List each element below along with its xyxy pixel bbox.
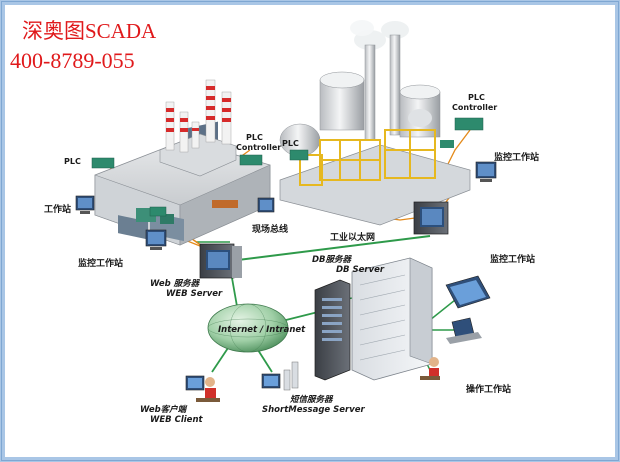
plc-mid-device — [239, 154, 263, 166]
label-plc-controller-right-1: PLC — [468, 93, 485, 102]
label-internet: Internet / Intranet — [218, 325, 306, 335]
label-sms-server-2: ShortMessage Server — [262, 405, 366, 415]
label-web-client-1: Web客户端 — [140, 404, 188, 415]
left-factory — [91, 79, 271, 246]
label-sms-server-1: 短信服务器 — [289, 394, 334, 405]
sms-server-device — [261, 361, 299, 391]
internet-globe — [207, 303, 289, 353]
label-plc-right-small: PLC — [282, 139, 299, 148]
label-db-server-2: DB Server — [336, 265, 385, 275]
web-server-device — [199, 243, 242, 279]
right-plant — [279, 20, 484, 226]
label-fieldbus: 现场总线 — [252, 223, 288, 235]
monitor-workstation-top-right-icon — [475, 161, 497, 182]
db-server-device — [314, 257, 433, 381]
brand-title: 深奥图SCADA — [22, 19, 157, 43]
label-web-server-1: Web 服务器 — [150, 278, 201, 289]
label-plc-controller-mid-2: Controller — [236, 143, 281, 152]
label-plc-controller-right-2: Controller — [452, 103, 497, 112]
laptop-right-icon — [446, 317, 482, 344]
label-monitor-ws-right: 监控工作站 — [490, 253, 535, 265]
label-db-server-1: DB服务器 — [312, 254, 353, 265]
label-industrial-ethernet: 工业以太网 — [330, 231, 375, 243]
monitor-workstation-left-icon — [145, 229, 167, 250]
label-plc-left: PLC — [64, 157, 81, 166]
operator-person-icon — [420, 357, 440, 380]
label-monitor-ws-top-right: 监控工作站 — [494, 151, 539, 163]
label-workstation-left: 工作站 — [44, 203, 71, 215]
workstation-left-icon — [75, 195, 95, 214]
label-plc-controller-mid-1: PLC — [246, 133, 263, 142]
plc-left-device — [91, 157, 115, 169]
brand-phone: 400-8789-055 — [10, 48, 135, 73]
ethernet-switch-device — [413, 201, 449, 235]
label-monitor-ws-left: 监控工作站 — [78, 257, 123, 269]
plc-right-device — [454, 117, 484, 131]
label-web-client-2: WEB Client — [150, 415, 204, 425]
web-client-person-icon — [185, 375, 220, 402]
label-web-server-2: WEB Server — [166, 289, 223, 299]
label-operator-ws: 操作工作站 — [466, 383, 511, 395]
monitor-workstation-right-icon — [445, 275, 491, 309]
fieldbus-terminal-icon — [257, 197, 275, 213]
